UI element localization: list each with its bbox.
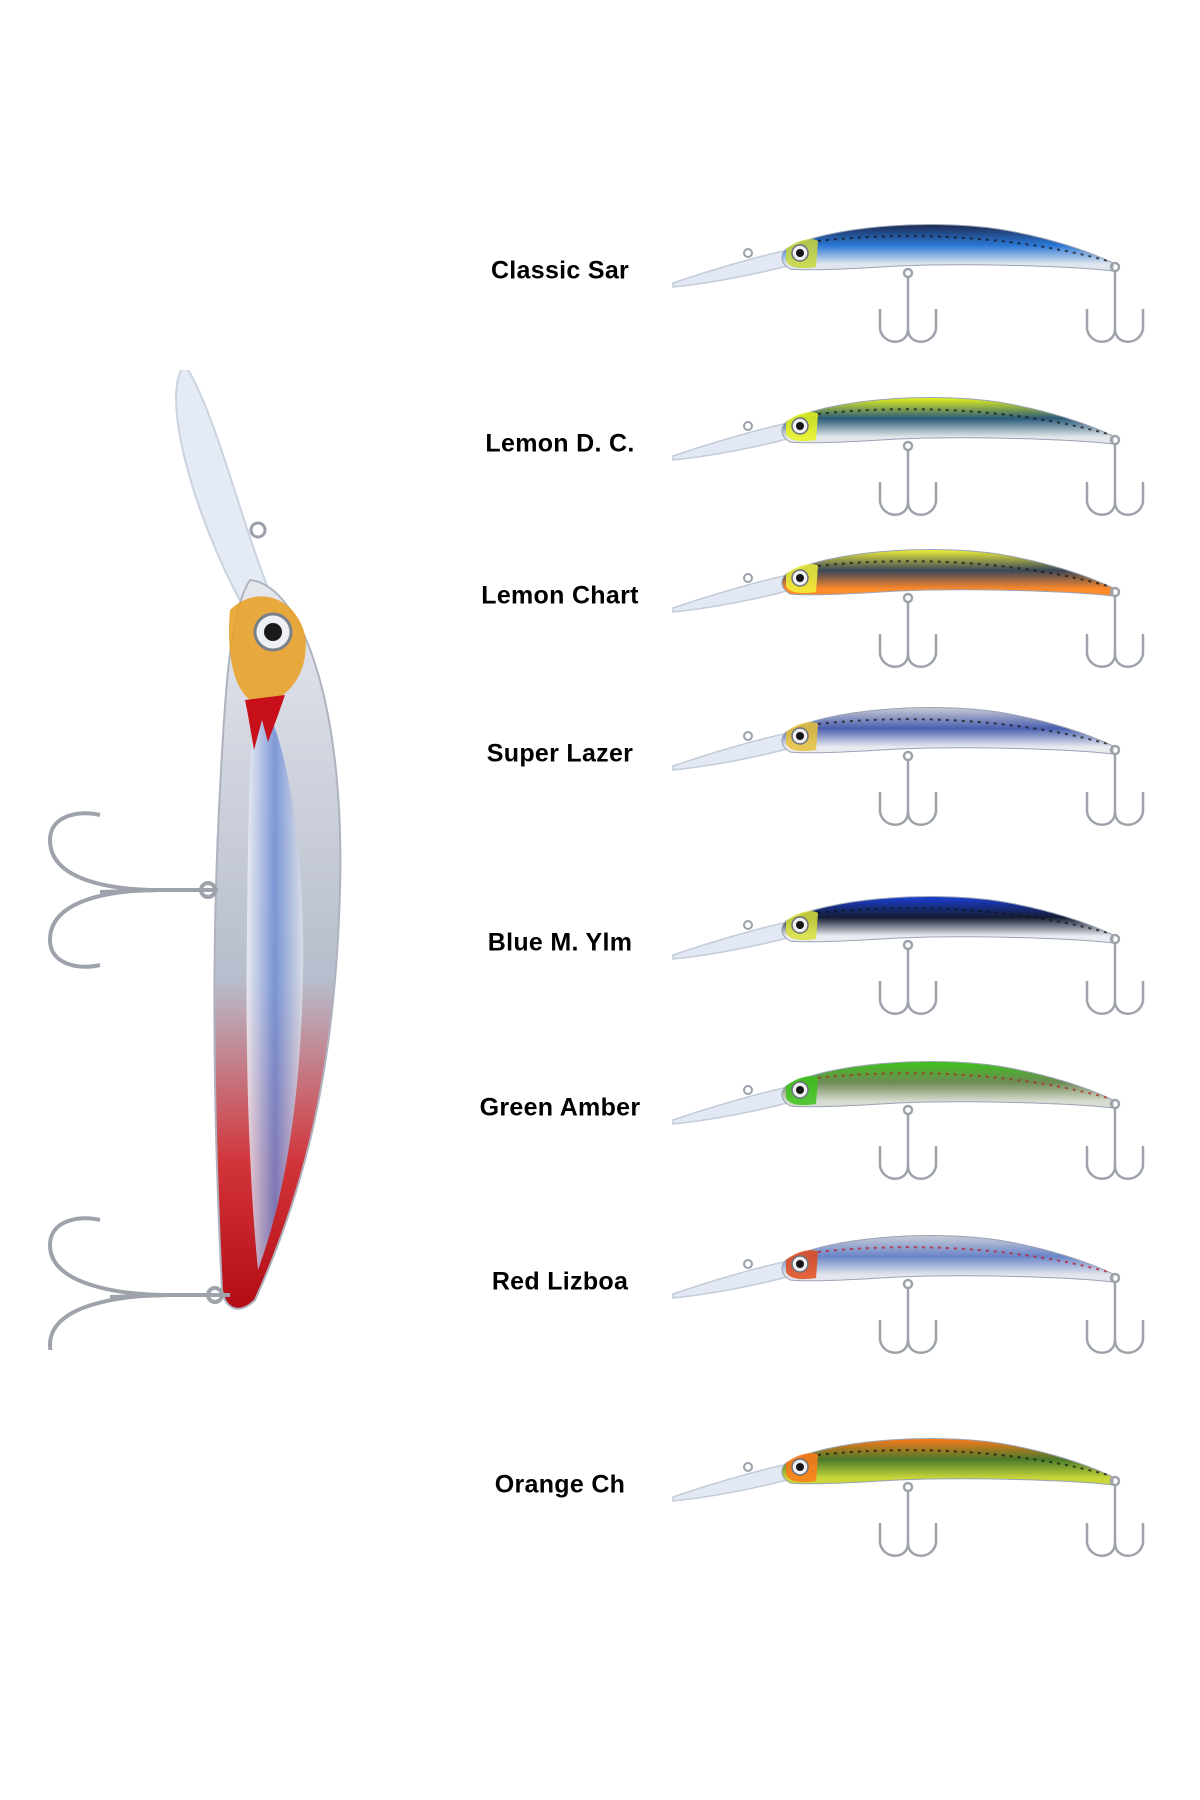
lure-body: [781, 707, 1114, 755]
lip-eyelet: [743, 920, 753, 930]
tail-treble-hook: [1085, 1272, 1145, 1354]
lip-eyelet: [743, 1085, 753, 1095]
lure-body: [781, 397, 1114, 445]
lure-variant-image: [668, 384, 1148, 534]
lure-variant-image: [668, 1222, 1148, 1372]
lure-variant-image: [668, 211, 1148, 361]
belly-treble-hook: [878, 1104, 938, 1180]
lure-body: [781, 1438, 1114, 1486]
tail-treble-hook: [47, 1216, 230, 1350]
tail-treble-hook: [1085, 434, 1145, 516]
lure-scales: [817, 1072, 1109, 1099]
lure-scales: [817, 1246, 1109, 1273]
lure-scales: [817, 235, 1109, 262]
tail-treble-hook: [1085, 744, 1145, 826]
lure-variant-image: [668, 694, 1148, 844]
diving-lip: [672, 248, 799, 288]
lure-scales: [817, 560, 1109, 587]
lip-eyelet: [249, 521, 267, 539]
lure-variant-image: [668, 536, 1148, 686]
lure-scales: [817, 718, 1109, 745]
lure-variant-image: [668, 1048, 1148, 1198]
lure-image: [672, 1061, 1145, 1180]
tail-treble-hook: [1085, 586, 1145, 668]
lip-eyelet: [743, 573, 753, 583]
lure-variant-label: Super Lazer: [486, 739, 634, 768]
lure-image: [672, 224, 1145, 343]
lure-image: [672, 1235, 1145, 1354]
diving-lip: [672, 731, 799, 771]
blood-mark: [245, 695, 285, 750]
belly-treble-hook: [878, 939, 938, 1015]
lure-body: [781, 549, 1114, 597]
lure-scales: [817, 408, 1109, 435]
lure-image: [672, 549, 1145, 668]
lure-variant-label: Lemon Chart: [481, 581, 639, 610]
belly-treble-hook: [878, 750, 938, 826]
belly-treble-hook: [878, 1481, 938, 1557]
lip-eyelet: [743, 1462, 753, 1472]
belly-treble-hook: [878, 267, 938, 343]
lure-body: [781, 1061, 1114, 1109]
lip-eyelet: [743, 1259, 753, 1269]
diving-lip: [672, 1085, 799, 1125]
tail-treble-hook: [1085, 1098, 1145, 1180]
lip-eyelet: [743, 731, 753, 741]
lure-variant-image: [668, 883, 1148, 1033]
lip-eyelet: [743, 421, 753, 431]
lure-variant-image: [668, 1425, 1148, 1575]
lure-variant-label: Classic Sar: [490, 256, 630, 285]
lure-scales: [817, 1449, 1109, 1476]
tail-treble-hook: [1085, 261, 1145, 343]
lure-variant-label: Blue M. Ylm: [487, 928, 633, 957]
tail-treble-hook: [1085, 1475, 1145, 1557]
lure-variant-label: Orange Ch: [494, 1470, 626, 1499]
featured-lure-image: [47, 370, 342, 1350]
lure-image: [672, 707, 1145, 826]
diving-lip: [672, 1462, 799, 1502]
diving-lip: [672, 573, 799, 613]
diving-lip: [672, 920, 799, 960]
lure-variant-label: Green Amber: [479, 1093, 641, 1122]
tail-treble-hook: [1085, 933, 1145, 1015]
lure-image: [672, 397, 1145, 516]
lure-variant-label: Red Lizboa: [491, 1267, 629, 1296]
lure-body: [781, 896, 1114, 944]
lure-image: [672, 896, 1145, 1015]
belly-treble-hook: [47, 811, 218, 969]
diving-lip: [672, 1259, 799, 1299]
lure-scales: [817, 907, 1109, 934]
lure-variant-label: Lemon D. C.: [485, 429, 635, 458]
belly-treble-hook: [878, 440, 938, 516]
diving-lip: [672, 421, 799, 461]
lure-body: [781, 224, 1114, 272]
diving-lip: [175, 370, 274, 612]
lure-sheen: [246, 690, 304, 1270]
lip-eyelet: [743, 248, 753, 258]
lure-image: [672, 1438, 1145, 1557]
lure-body: [781, 1235, 1114, 1283]
belly-treble-hook: [878, 1278, 938, 1354]
belly-treble-hook: [878, 592, 938, 668]
